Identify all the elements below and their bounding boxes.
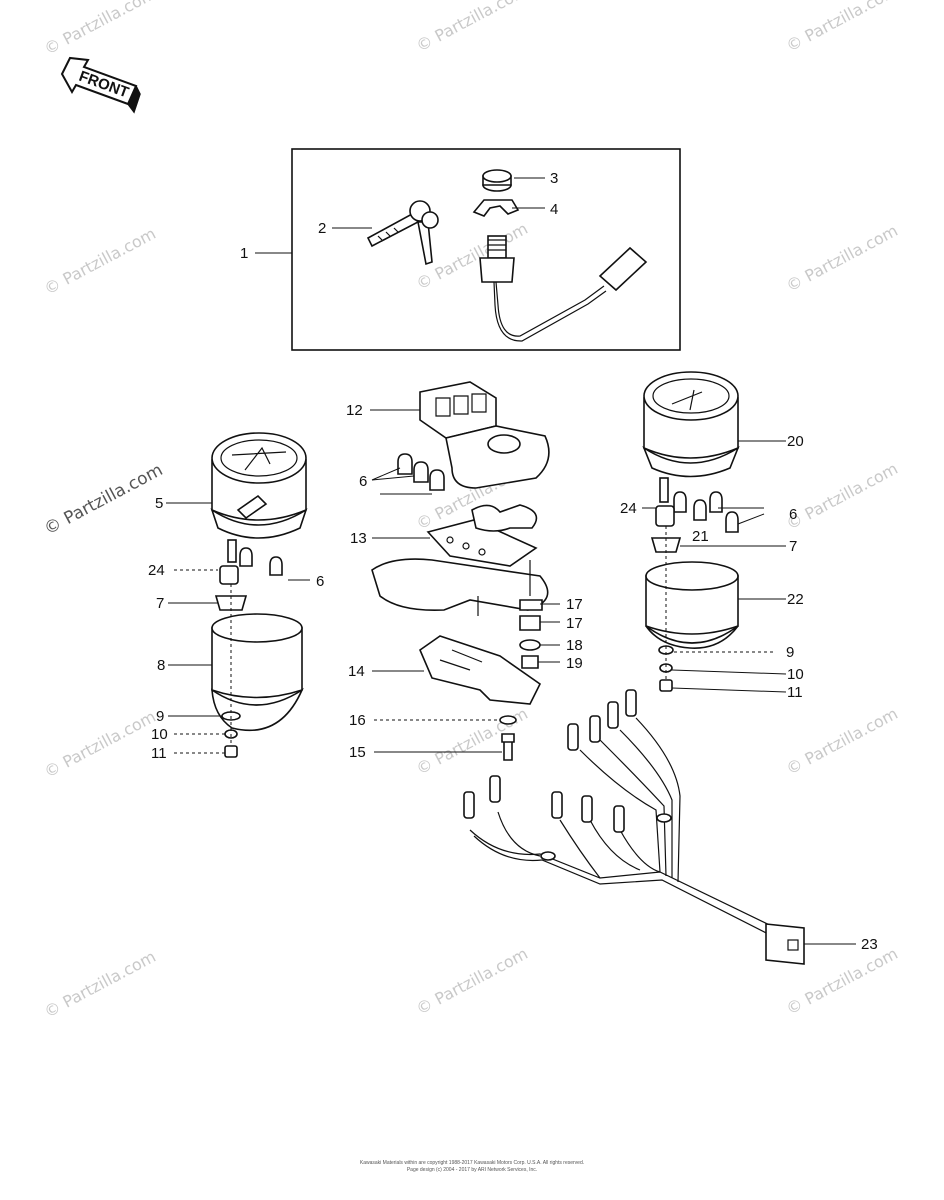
nut-icon: [482, 169, 512, 192]
ignition-switch-assembly: [255, 148, 681, 351]
callout-21: 21: [692, 528, 709, 545]
bulb-socket-icon: [463, 689, 637, 833]
callout-7-right: 7: [789, 538, 797, 555]
callout-8: 8: [157, 657, 165, 674]
watermark: © Partzilla.com: [413, 0, 531, 56]
wiring-harness-assembly: [463, 689, 856, 965]
callout-17-bottom: 17: [566, 615, 583, 632]
callout-11-left: 11: [151, 745, 167, 762]
callout-13: 13: [350, 530, 367, 547]
callout-6-center: 6: [359, 473, 367, 490]
watermark: © Partzilla.com: [41, 707, 159, 782]
callout-24-right: 24: [620, 500, 637, 517]
speedometer-assembly: [166, 432, 310, 758]
watermark: © Partzilla.com: [41, 224, 159, 299]
callout-6-right: 6: [789, 506, 797, 523]
callout-12: 12: [346, 402, 363, 419]
callout-6-left: 6: [316, 573, 324, 590]
callout-18: 18: [566, 637, 583, 654]
callout-4: 4: [550, 201, 558, 218]
ignition-switch-icon: [479, 235, 648, 342]
copyright-line: Kawasaki Materials within are copyright …: [359, 1160, 585, 1166]
callout-7-left: 7: [156, 595, 164, 612]
callout-19: 19: [566, 655, 583, 672]
bracket-icon: [472, 199, 520, 217]
callout-22: 22: [787, 591, 804, 608]
page-design-line: Page design (c) 2004 - 2017 by ARI Netwo…: [406, 1167, 538, 1173]
callout-9-right: 9: [786, 644, 794, 661]
watermark: © Partzilla.com: [41, 460, 166, 539]
callout-14: 14: [348, 663, 365, 680]
callout-20: 20: [787, 433, 804, 450]
callout-17-top: 17: [566, 596, 583, 613]
callout-23: 23: [861, 936, 878, 953]
callout-2: 2: [318, 220, 326, 237]
callout-9-left: 9: [156, 708, 164, 725]
callout-24-left: 24: [148, 562, 165, 579]
callout-3: 3: [550, 170, 558, 187]
watermarks: © Partzilla.com © Partzilla.com © Partzi…: [41, 0, 901, 1022]
watermark: © Partzilla.com: [783, 0, 901, 56]
watermark: © Partzilla.com: [41, 0, 159, 59]
indicator-housing-assembly: [370, 381, 560, 761]
callout-15: 15: [349, 744, 366, 761]
callout-5: 5: [155, 495, 163, 512]
watermark: © Partzilla.com: [783, 221, 901, 296]
front-arrow-icon: FRONT: [60, 56, 141, 114]
watermark: © Partzilla.com: [41, 947, 159, 1022]
watermark: © Partzilla.com: [783, 459, 901, 534]
callout-16: 16: [349, 712, 366, 729]
callout-10-right: 10: [787, 666, 804, 683]
front-label: FRONT: [77, 68, 131, 102]
callout-1: 1: [240, 245, 248, 262]
watermark: © Partzilla.com: [783, 704, 901, 779]
callout-11-right: 11: [787, 684, 803, 701]
tachometer-assembly: [642, 371, 787, 693]
watermark: © Partzilla.com: [413, 944, 531, 1019]
callout-labels: 1 2 3 4 5 6 6 6 7 7 8 9 9 10 10 11 11 12…: [148, 170, 878, 953]
callout-10-left: 10: [151, 726, 168, 743]
key-set-icon: [366, 200, 439, 266]
